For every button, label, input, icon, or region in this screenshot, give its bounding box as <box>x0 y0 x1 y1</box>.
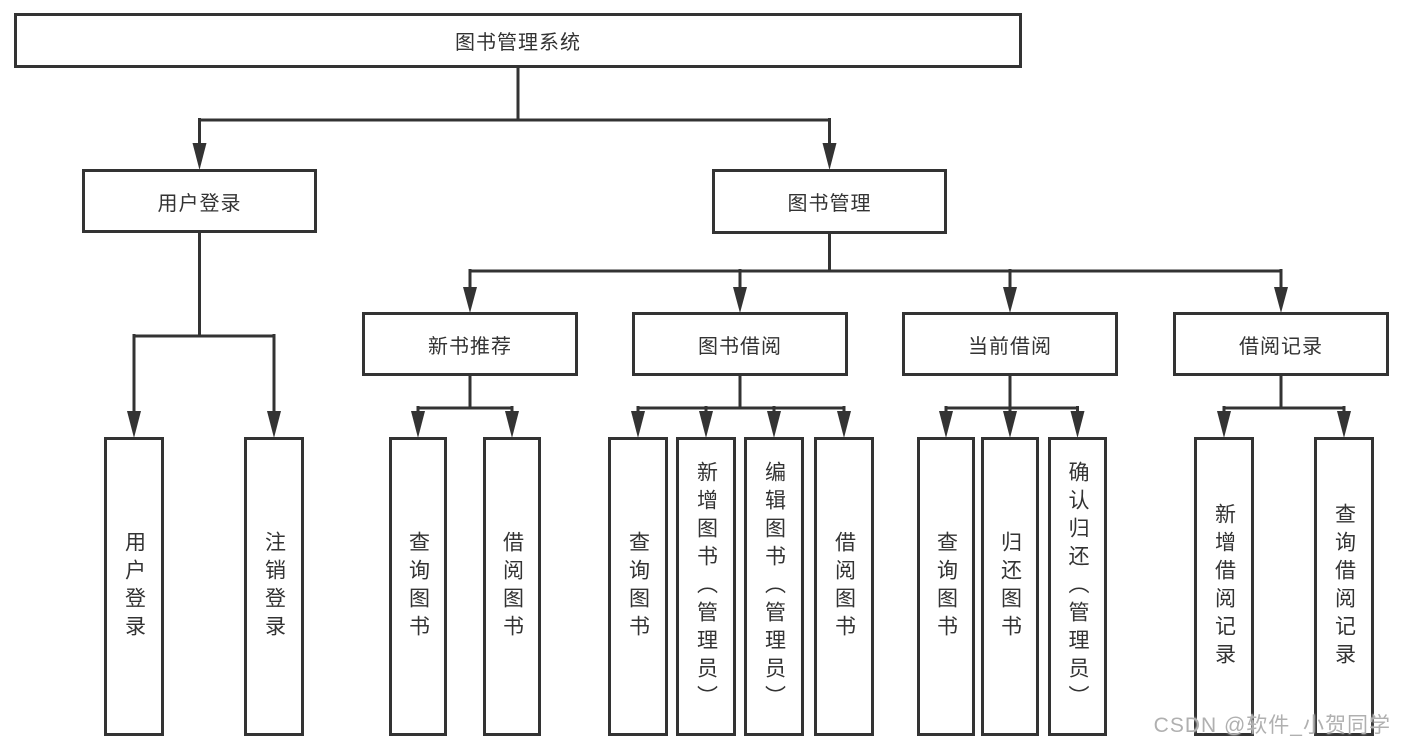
arrowhead <box>939 411 953 438</box>
node-user-login-label: 用户登录 <box>157 192 242 215</box>
leaf-return-books-label: 归还图书 <box>998 530 1022 643</box>
leaf-user-login-label: 用户登录 <box>122 530 146 643</box>
node-book-borrow-label: 图书借阅 <box>698 335 782 358</box>
arrowhead <box>267 411 281 438</box>
leaf-query-books-borrow-label: 查询图书 <box>626 530 650 643</box>
node-book-management: 图书管理 <box>712 169 947 234</box>
arrowhead <box>1337 411 1351 438</box>
leaf-add-borrow-record: 新增借阅记录 <box>1194 437 1254 736</box>
leaf-edit-books-admin-label: 编辑图书（管理员） <box>762 460 786 713</box>
leaf-user-login: 用户登录 <box>104 437 164 736</box>
leaf-logout: 注销登录 <box>244 437 304 736</box>
node-new-book-recommend-label: 新书推荐 <box>428 335 512 358</box>
arrowhead <box>1003 411 1017 438</box>
leaf-query-books-borrow: 查询图书 <box>608 437 668 736</box>
arrowhead <box>127 411 141 438</box>
leaf-query-borrow-record-label: 查询借阅记录 <box>1332 502 1356 671</box>
arrowhead <box>733 287 747 313</box>
arrowhead <box>1217 411 1231 438</box>
node-book-management-label: 图书管理 <box>787 193 872 215</box>
csdn-watermark: CSDN @软件_小贺同学 <box>1153 714 1391 737</box>
leaf-borrow-books-label: 借阅图书 <box>832 530 856 643</box>
leaf-add-books-admin-label: 新增图书（管理员） <box>694 460 718 713</box>
arrowhead <box>1274 287 1288 313</box>
node-current-borrow: 当前借阅 <box>902 312 1118 376</box>
arrowhead <box>411 411 425 438</box>
leaf-add-borrow-record-label: 新增借阅记录 <box>1212 502 1236 671</box>
node-borrow-records: 借阅记录 <box>1173 312 1389 376</box>
arrowhead <box>1070 411 1085 438</box>
leaf-query-books-recommend-label: 查询图书 <box>406 530 430 643</box>
arrowhead <box>822 143 837 170</box>
arrowhead <box>505 411 519 438</box>
leaf-edit-books-admin: 编辑图书（管理员） <box>744 437 804 736</box>
leaf-confirm-return-admin-label: 确认归还（管理员） <box>1066 460 1089 713</box>
arrowhead <box>1003 287 1017 313</box>
node-borrow-records-label: 借阅记录 <box>1239 335 1323 358</box>
arrowhead <box>463 287 477 313</box>
arrowhead <box>631 411 645 438</box>
leaf-query-books-recommend: 查询图书 <box>389 437 447 736</box>
leaf-borrow-books: 借阅图书 <box>814 437 874 736</box>
arrowhead <box>837 411 851 438</box>
node-user-login: 用户登录 <box>82 169 317 233</box>
node-current-borrow-label: 当前借阅 <box>968 335 1052 358</box>
leaf-query-borrow-record: 查询借阅记录 <box>1314 437 1374 736</box>
node-new-book-recommend: 新书推荐 <box>362 312 578 376</box>
arrowhead <box>699 411 713 438</box>
leaf-borrow-books-recommend-label: 借阅图书 <box>500 530 524 643</box>
leaf-return-books: 归还图书 <box>981 437 1039 736</box>
node-library-system-label: 图书管理系统 <box>455 32 581 54</box>
node-library-system: 图书管理系统 <box>14 13 1022 68</box>
leaf-add-books-admin: 新增图书（管理员） <box>676 437 736 736</box>
leaf-logout-label: 注销登录 <box>262 530 286 643</box>
leaf-query-books-current: 查询图书 <box>917 437 975 736</box>
leaf-borrow-books-recommend: 借阅图书 <box>483 437 541 736</box>
leaf-query-books-current-label: 查询图书 <box>934 530 958 643</box>
leaf-confirm-return-admin: 确认归还（管理员） <box>1048 437 1107 736</box>
node-book-borrow: 图书借阅 <box>632 312 848 376</box>
arrowhead <box>767 411 781 438</box>
arrowhead <box>192 143 207 170</box>
